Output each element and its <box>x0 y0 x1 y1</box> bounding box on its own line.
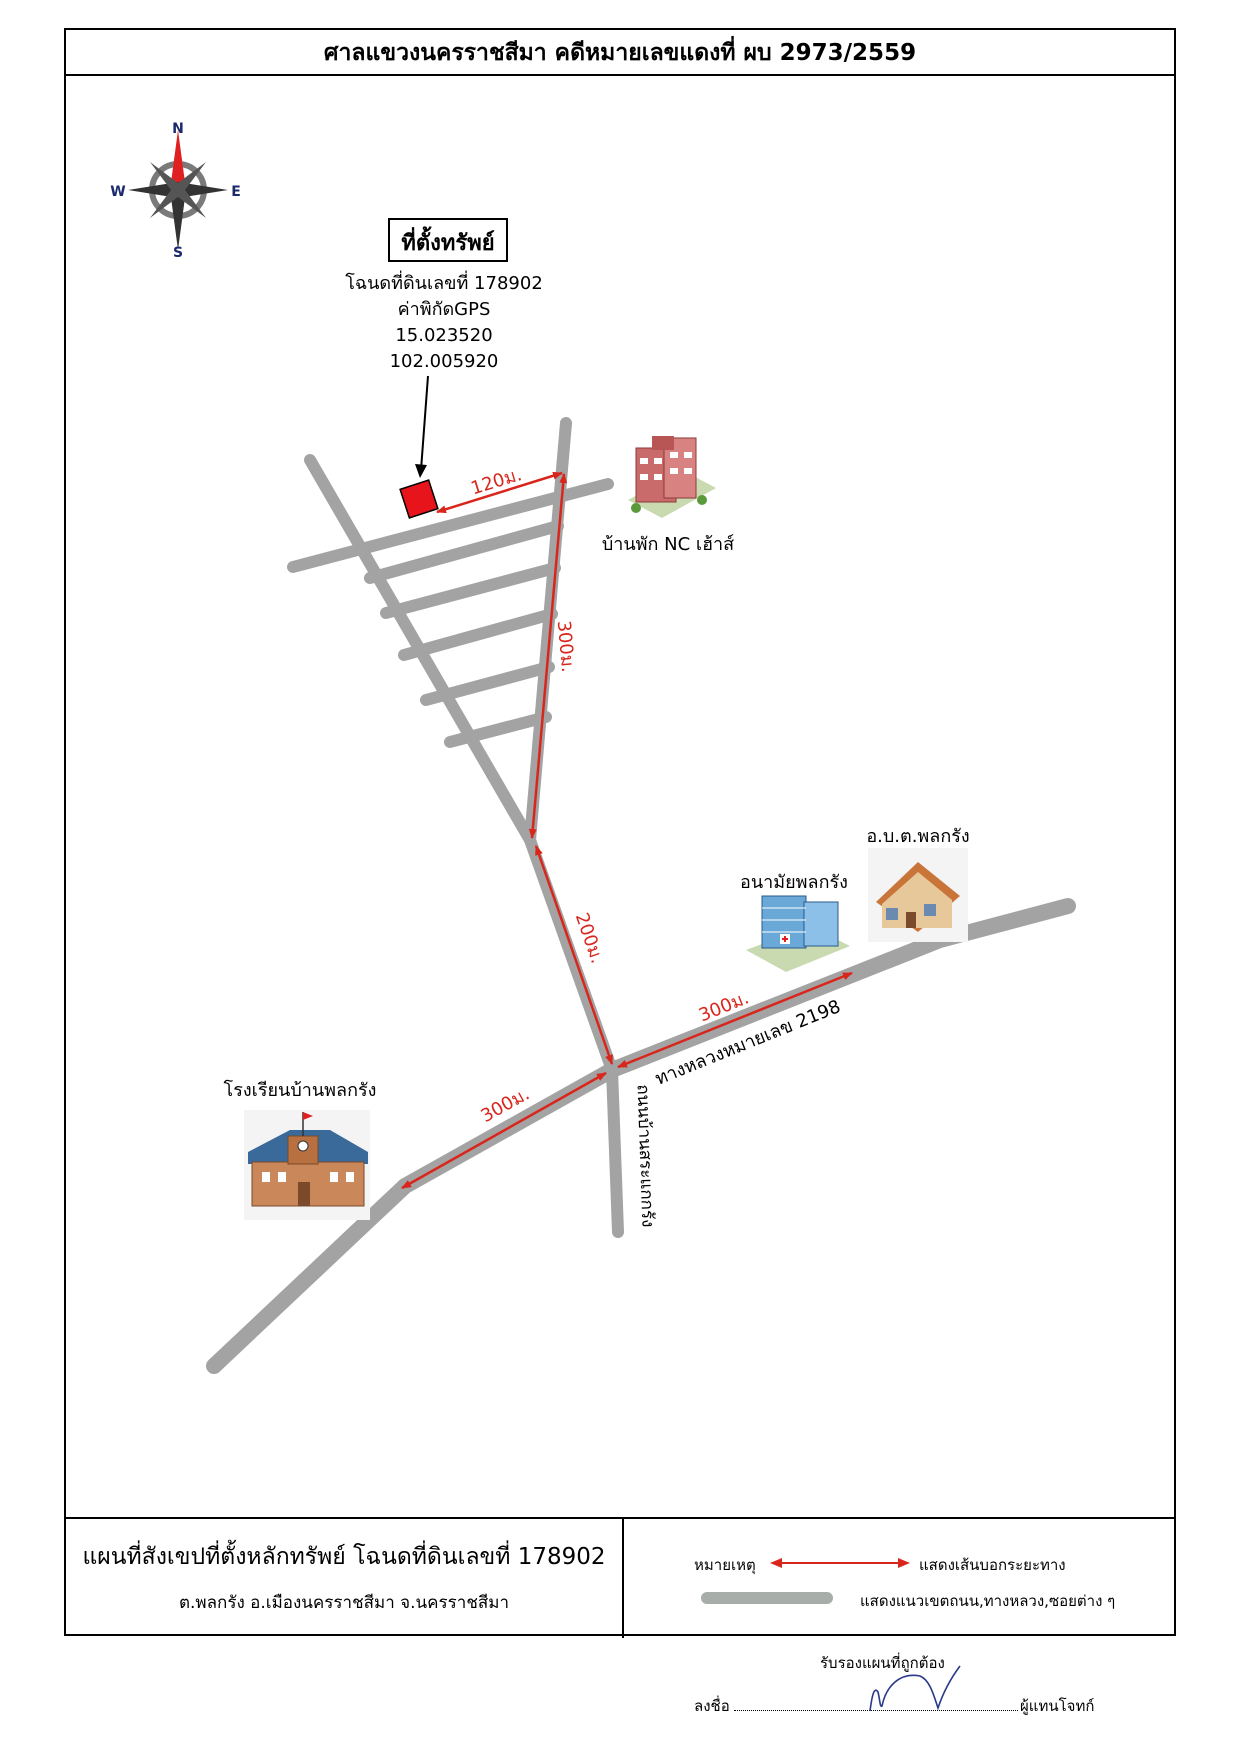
property-deed: โฉนดที่ดินเลขที่ 178902 <box>345 270 543 294</box>
road-lane-3 <box>380 562 561 619</box>
footer-title-panel: แผนที่สังเขปที่ตั้งหลักทรัพย์ โฉนดที่ดิน… <box>66 1517 624 1638</box>
legend-panel: หมายเหตุ แสดงเส้นบอกระยะทาง แสดงแนวเขตถน… <box>624 1517 1174 1638</box>
property-marker <box>399 479 439 519</box>
signature-line <box>734 1710 1018 1711</box>
legend-arrow-icon <box>770 1558 910 1568</box>
road-lane-5 <box>420 661 555 706</box>
sign-label: ลงชื่อ <box>694 1697 730 1715</box>
map-frame: ศาลแขวงนครราชสีมา คดีหมายเลขแดงที่ ผบ 29… <box>64 28 1176 1638</box>
property-pointer-arrow <box>420 375 429 471</box>
arrow-200m <box>534 845 614 1065</box>
role-label: ผู้แทนโจทก์ <box>1020 1697 1095 1715</box>
footer-title: แผนที่สังเขปที่ตั้งหลักทรัพย์ โฉนดที่ดิน… <box>82 1544 606 1570</box>
property-label: ที่ตั้งทรัพย์ <box>401 226 494 256</box>
nc-house-building-icon <box>628 436 716 518</box>
distance-arrows <box>401 471 853 1190</box>
highway-2198 <box>206 898 1076 1374</box>
property-lon: 102.005920 <box>390 351 499 372</box>
legend-arrow-label: แสดงเส้นบอกระยะทาง <box>919 1556 1066 1574</box>
compass-n-label: N <box>172 121 184 137</box>
road-lane-2 <box>364 520 564 584</box>
property-label-box <box>388 218 508 262</box>
distance-label-300m-north: 300ม. <box>553 620 578 674</box>
sao-label: อ.บ.ต.พลกรัง <box>866 826 969 847</box>
footer-subtitle: ต.พลกรัง อ.เมืองนครราชสีมา จ.นครราชสีมา <box>178 1593 510 1613</box>
certify-text: รับรองแผนที่ถูกต้อง <box>820 1654 945 1672</box>
pointer-arrowhead-icon <box>415 464 427 478</box>
school-building-icon <box>244 1110 370 1220</box>
nc-house-label: บ้านพัก NC เฮ้าส์ <box>602 534 734 555</box>
sao-building-icon <box>868 848 968 942</box>
road-side-south <box>606 1064 624 1238</box>
legend-road-icon <box>701 1592 833 1604</box>
health-center-label: อนามัยพลกรัง <box>740 872 848 893</box>
school-label: โรงเรียนบ้านพลกรัง <box>224 1079 377 1101</box>
arrow-300m-north <box>528 473 568 839</box>
page-title: ศาลแขวงนครราชสีมา คดีหมายเลขแดงที่ ผบ 29… <box>66 30 1174 76</box>
legend-title: หมายเหตุ <box>694 1556 756 1574</box>
road-lane-4 <box>398 608 558 661</box>
side-road-label: ถนนบ้านสระแกกรัง <box>633 1084 658 1228</box>
legend-road-label: แสดงแนวเขตถนน,ทางหลวง,ซอยต่าง ๆ <box>860 1592 1116 1610</box>
signature-area: รับรองแผนที่ถูกต้อง ลงชื่อ ผู้แทนโจทก์ <box>0 1636 1240 1755</box>
health-center-building-icon <box>746 895 850 972</box>
property-lat: 15.023520 <box>395 325 492 346</box>
compass-e-label: E <box>231 184 241 200</box>
arrow-300m-east <box>617 971 853 1069</box>
arrow-300m-west <box>401 1071 607 1190</box>
compass-w-label: W <box>110 184 125 200</box>
signature-scribble-icon <box>869 1665 961 1712</box>
compass-s-label: S <box>173 245 183 261</box>
property-gps-label: ค่าพิกัดGPS <box>398 299 491 320</box>
compass-rose-icon: N S W E <box>110 121 241 261</box>
